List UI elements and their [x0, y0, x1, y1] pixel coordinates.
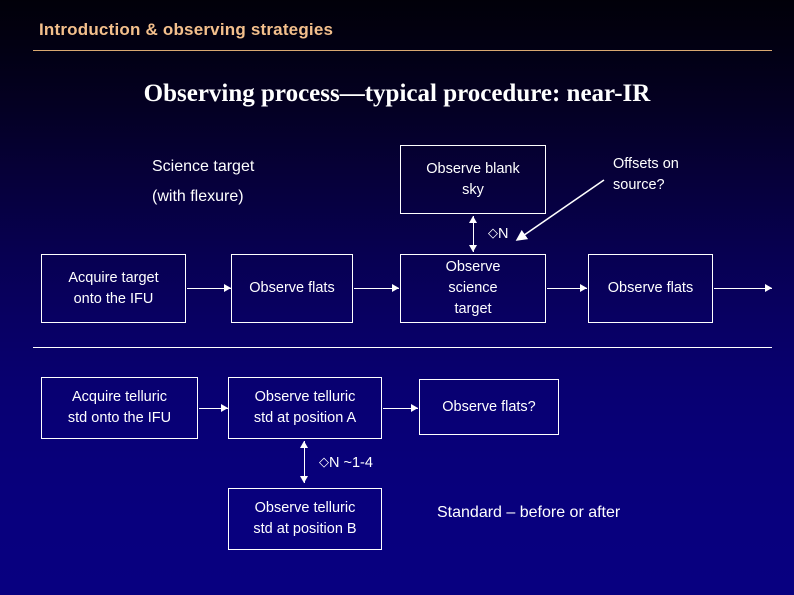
observe-telluric-b-line2: std at position B	[253, 521, 357, 537]
observe-flats-1-label: Observe flats	[249, 280, 335, 296]
node-observe-flats-1[interactable]: Observe flats	[231, 254, 353, 323]
offsets-note-line1: Offsets on	[613, 156, 679, 172]
observe-science-line2: science	[448, 280, 498, 296]
science-target-line2: (with flexure)	[152, 188, 244, 205]
section-header-label: Introduction & observing strategies	[39, 20, 334, 39]
node-observe-telluric-a[interactable]: Observe telluric std at position A	[228, 377, 382, 439]
node-acquire-target[interactable]: Acquire target onto the IFU	[41, 254, 186, 323]
telluric-nod-arrow	[300, 441, 309, 483]
acquire-telluric-to-observe-arrow	[199, 404, 228, 413]
observe-science-line1: Observe	[445, 259, 501, 275]
observe-flats-question-label: Observe flats?	[442, 398, 536, 415]
flats-to-science-arrow	[354, 284, 399, 293]
observe-telluric-b-line1: Observe telluric	[254, 500, 356, 516]
section-divider	[33, 347, 772, 348]
acquire-to-flats-arrow	[187, 284, 231, 293]
acquire-target-line1: Acquire target	[68, 269, 159, 286]
node-observe-flats-question[interactable]: Observe flats?	[419, 379, 559, 435]
node-observe-telluric-b[interactable]: Observe telluric std at position B	[228, 488, 382, 550]
observe-blank-sky-line2: sky	[462, 181, 484, 198]
diamond-icon-2: ◇	[319, 454, 329, 469]
acquire-telluric-line2: std onto the IFU	[67, 410, 172, 426]
science-to-flats2-arrow	[547, 284, 587, 293]
observe-telluric-a-line2: std at position A	[253, 410, 357, 426]
nod-sky-label-text: N	[498, 226, 509, 242]
science-target-line1: Science target	[152, 158, 255, 175]
diamond-icon: ◇	[488, 225, 498, 240]
offsets-to-science-arrow	[515, 179, 605, 241]
nod-telluric-label: ◇N ~1-4	[319, 452, 373, 473]
offsets-note-line2: source?	[613, 177, 665, 193]
header-divider-rule	[33, 50, 772, 51]
offsets-on-source-note: Offsets on source?	[613, 153, 773, 197]
observe-science-line3: target	[454, 301, 492, 317]
nod-telluric-label-text: N ~1-4	[329, 455, 373, 471]
page-title: Observing process—typical procedure: nea…	[143, 80, 651, 107]
node-observe-science-target[interactable]: Observe science target	[400, 254, 546, 323]
sky-nod-arrow	[469, 216, 478, 252]
node-observe-flats-2[interactable]: Observe flats	[588, 254, 713, 323]
standard-before-after-note: Standard – before or after	[437, 504, 621, 521]
flats2-exit-arrow	[714, 284, 772, 293]
acquire-target-line2: onto the IFU	[73, 290, 154, 307]
acquire-telluric-line1: Acquire telluric	[71, 389, 168, 405]
science-target-caption: Science target (with flexure)	[152, 154, 352, 210]
observe-blank-sky-line1: Observe blank	[426, 160, 520, 177]
observe-telluric-a-line1: Observe telluric	[254, 389, 356, 405]
node-observe-blank-sky[interactable]: Observe blank sky	[400, 145, 546, 214]
node-acquire-telluric[interactable]: Acquire telluric std onto the IFU	[41, 377, 198, 439]
telluric-a-to-flats-arrow	[383, 404, 418, 413]
nod-sky-label: ◇N	[488, 223, 508, 244]
observe-flats-2-label: Observe flats	[607, 280, 694, 296]
